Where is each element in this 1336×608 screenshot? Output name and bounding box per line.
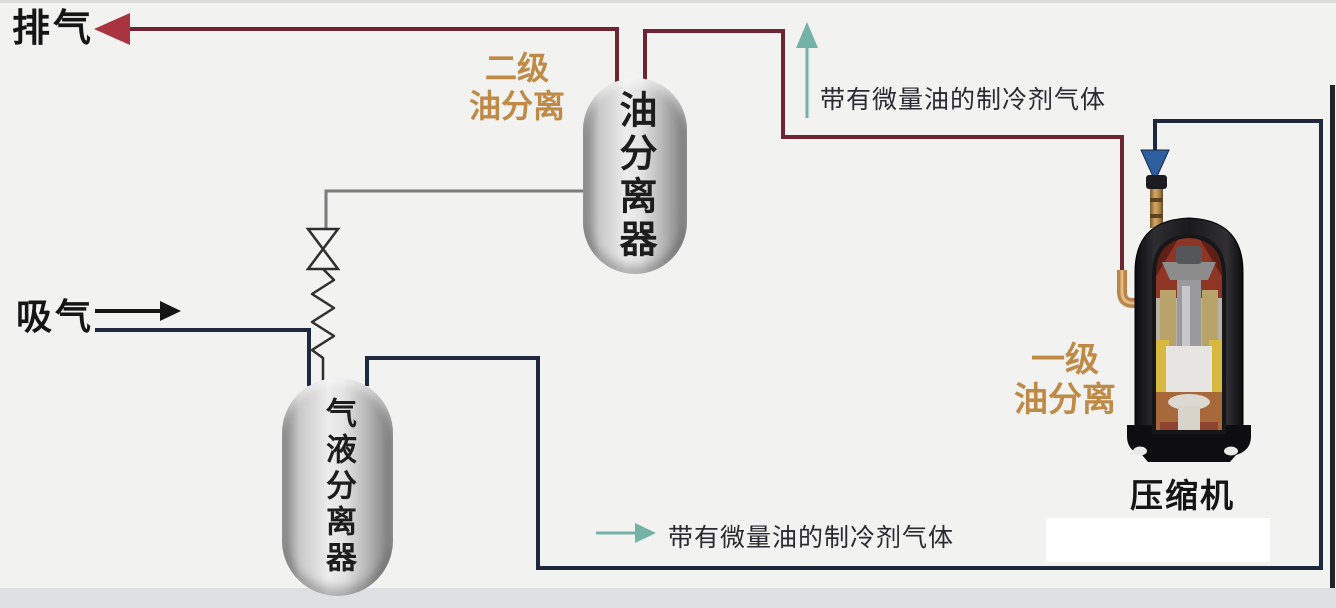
gas-liquid-separator-vessel: 气液分离器 <box>282 378 393 596</box>
compressor-cutaway-window <box>1154 236 1224 432</box>
discharge-elbow-highlight <box>1120 270 1144 305</box>
side-part <box>1202 290 1218 348</box>
compressor-suction-stub <box>1150 186 1163 228</box>
compressor-stub-cap <box>1146 175 1167 189</box>
exhaust-arrow-icon <box>94 13 130 45</box>
window-frame <box>1152 233 1226 434</box>
secondary-stage-line2: 油分离 <box>468 86 565 125</box>
flow-note-bottom: 带有微量油的制冷剂气体 <box>668 523 955 552</box>
exhaust-label: 排气 <box>12 6 95 50</box>
compressor-discharge-pipe <box>643 29 1124 272</box>
expansion-valve-icon <box>305 227 341 252</box>
exhaust-discharge-pipe <box>126 27 619 84</box>
compressor-label: 压缩机 <box>1130 476 1235 515</box>
oil-separator-label: 油分离器 <box>613 90 657 262</box>
motor-winding-left <box>1154 340 1169 396</box>
expansion-valve-icon <box>305 246 341 271</box>
motor-winding-right <box>1209 340 1224 396</box>
flow-note-top: 带有微量油的制冷剂气体 <box>820 85 1107 114</box>
side-part <box>1160 290 1176 348</box>
muffler-cap <box>1162 262 1216 280</box>
mount-foot-hole <box>1224 446 1238 456</box>
gas-liquid-separator-label: 气液分离器 <box>320 397 356 577</box>
primary-stage-line2: 油分离 <box>1014 380 1116 421</box>
secondary-oil-separation-label: 二级 油分离 <box>442 49 592 126</box>
suction-inlet-pipe <box>95 328 311 386</box>
flow-note-top-arrow-icon <box>796 22 818 48</box>
flow-note-bottom-arrow-icon <box>635 523 656 543</box>
motor-rotor <box>1166 346 1212 392</box>
compressor-base <box>1127 425 1251 462</box>
primary-stage-line1: 一级 <box>1031 340 1099 380</box>
oil-return-pipe <box>324 189 584 229</box>
oil-separator-vessel: 油分离器 <box>583 78 687 274</box>
compressor-illustration <box>1117 175 1251 462</box>
oil-sump <box>1200 422 1218 432</box>
secondary-stage-line1: 二级 <box>484 49 549 87</box>
separator-to-compressor-pipe <box>365 119 1323 570</box>
mount-foot-hole <box>1133 446 1147 456</box>
stub-band <box>1150 198 1163 202</box>
capillary-zigzag-icon <box>310 268 336 386</box>
right-edge-border <box>1330 85 1335 608</box>
suction-label: 吸气 <box>16 297 95 338</box>
primary-oil-separation-label: 一级 油分离 <box>990 340 1140 420</box>
stub-band <box>1150 214 1163 218</box>
pump-column <box>1178 406 1200 432</box>
oil-sump <box>1160 422 1178 432</box>
crankshaft-highlight <box>1182 286 1190 352</box>
suction-direction-arrow-icon <box>160 301 181 321</box>
white-patch <box>1046 518 1270 562</box>
top-edge-artifact <box>0 0 1336 3</box>
compressor-inlet-arrow-icon <box>1140 149 1170 183</box>
top-hat <box>1176 246 1202 264</box>
